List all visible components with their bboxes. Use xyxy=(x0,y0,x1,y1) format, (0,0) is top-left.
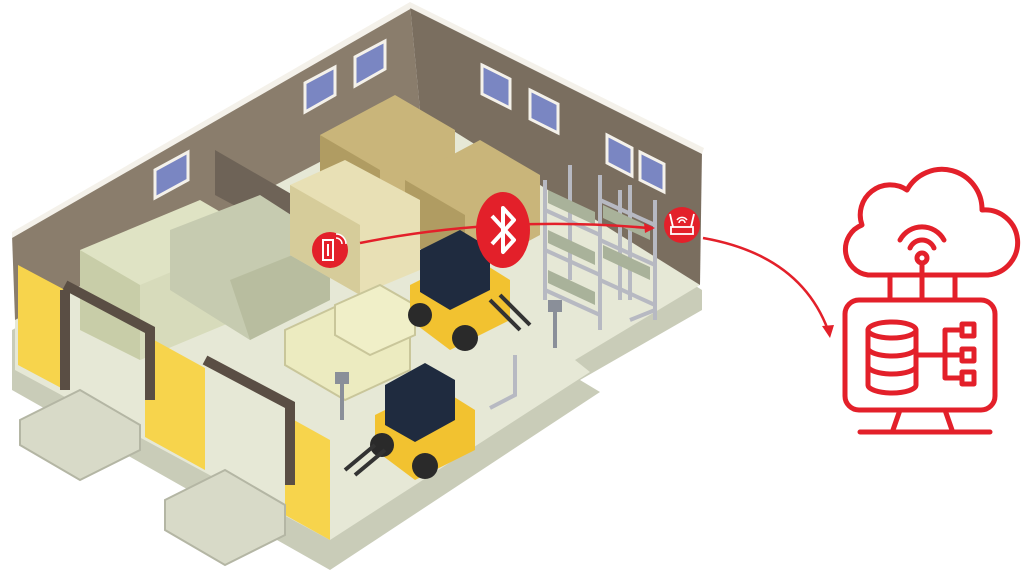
bluetooth-icon xyxy=(476,192,530,268)
arrowhead-cloud xyxy=(822,325,834,338)
router-icon xyxy=(664,207,700,243)
cloud-database-server-icon xyxy=(842,166,1021,435)
loading-stairs xyxy=(19,388,286,567)
windows xyxy=(153,38,666,201)
thermometer-sensor-icon xyxy=(312,232,348,268)
cash-stacks xyxy=(548,190,650,305)
right-wall-top xyxy=(410,2,704,154)
left-wall-top xyxy=(12,2,412,238)
loading-doors xyxy=(18,265,330,540)
storage-racks xyxy=(543,165,657,330)
forklift-back xyxy=(408,230,532,351)
wooden-crates xyxy=(284,283,416,402)
pallet-jacks xyxy=(489,265,657,410)
forklift-front xyxy=(343,363,475,480)
arrowhead-gateway xyxy=(644,223,655,233)
signal-path-gateway-to-cloud xyxy=(702,236,830,331)
scanner-stands xyxy=(335,300,562,420)
